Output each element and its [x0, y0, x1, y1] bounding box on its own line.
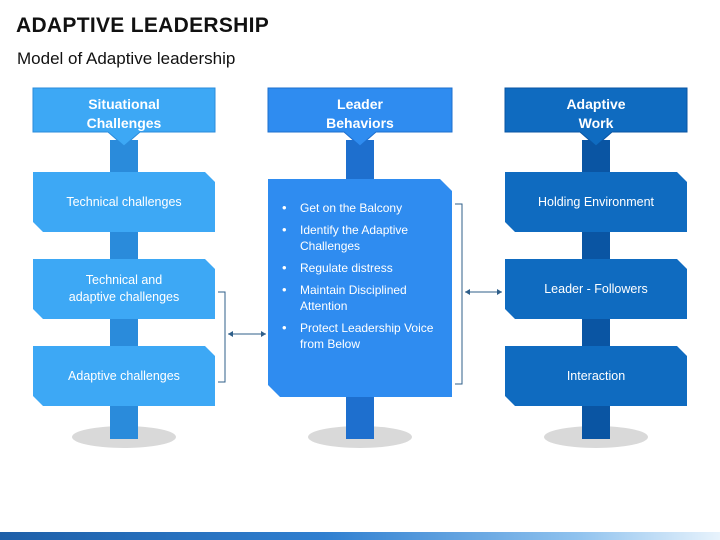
behavior-item: Protect Leadership Voice from Below: [268, 320, 448, 352]
item-adaptive-challenges: Adaptive challenges: [68, 368, 180, 383]
header-banner: [267, 87, 453, 147]
item-box-1: [33, 172, 215, 232]
behavior-item: Get on the Balcony: [268, 200, 448, 216]
item-technical-adaptive-challenges: Technical and adaptive challenges: [33, 259, 215, 319]
item-leader-followers: Leader - Followers: [544, 281, 648, 296]
item-box-2: [33, 259, 215, 319]
header-line-2: Work: [578, 115, 614, 131]
item-technical-challenges: Technical challenges: [66, 194, 182, 209]
item-holding-environment: Holding Environment: [537, 194, 655, 209]
item-line-2: adaptive challenges: [68, 290, 180, 304]
header-line-2: Challenges: [86, 115, 162, 131]
item-box-3: [505, 346, 687, 406]
column-situational-challenges: [32, 87, 216, 448]
behavior-item: Identify the Adaptive Challenges: [268, 222, 448, 254]
connector-right: [455, 203, 502, 385]
connector-left: [218, 291, 266, 383]
header-leader-behaviors: Leader Behaviors: [268, 94, 452, 134]
header-situational-challenges: Situational Challenges: [33, 94, 215, 134]
item-box-2: [505, 259, 687, 319]
item-box-3: [33, 346, 215, 406]
header-line-2: Behaviors: [326, 115, 394, 131]
column-adaptive-work: [504, 87, 688, 448]
behaviors-list: Get on the Balcony Identify the Adaptive…: [268, 200, 448, 358]
item-line-1: Technical and: [85, 273, 163, 287]
header-line-1: Leader: [337, 96, 383, 112]
page-subtitle: Model of Adaptive leadership: [17, 49, 236, 68]
item-box-1: [505, 172, 687, 232]
behavior-item: Maintain Disciplined Attention: [268, 282, 448, 314]
header-banner: [504, 87, 688, 147]
header-adaptive-work: Adaptive Work: [505, 94, 687, 134]
header-banner: [32, 87, 216, 147]
behavior-item: Regulate distress: [268, 260, 448, 276]
page-title: ADAPTIVE LEADERSHIP: [16, 14, 270, 37]
header-line-1: Situational: [88, 96, 160, 112]
header-line-1: Adaptive: [566, 96, 626, 112]
footer-gradient-bar: [0, 532, 720, 540]
item-interaction: Interaction: [566, 368, 626, 383]
